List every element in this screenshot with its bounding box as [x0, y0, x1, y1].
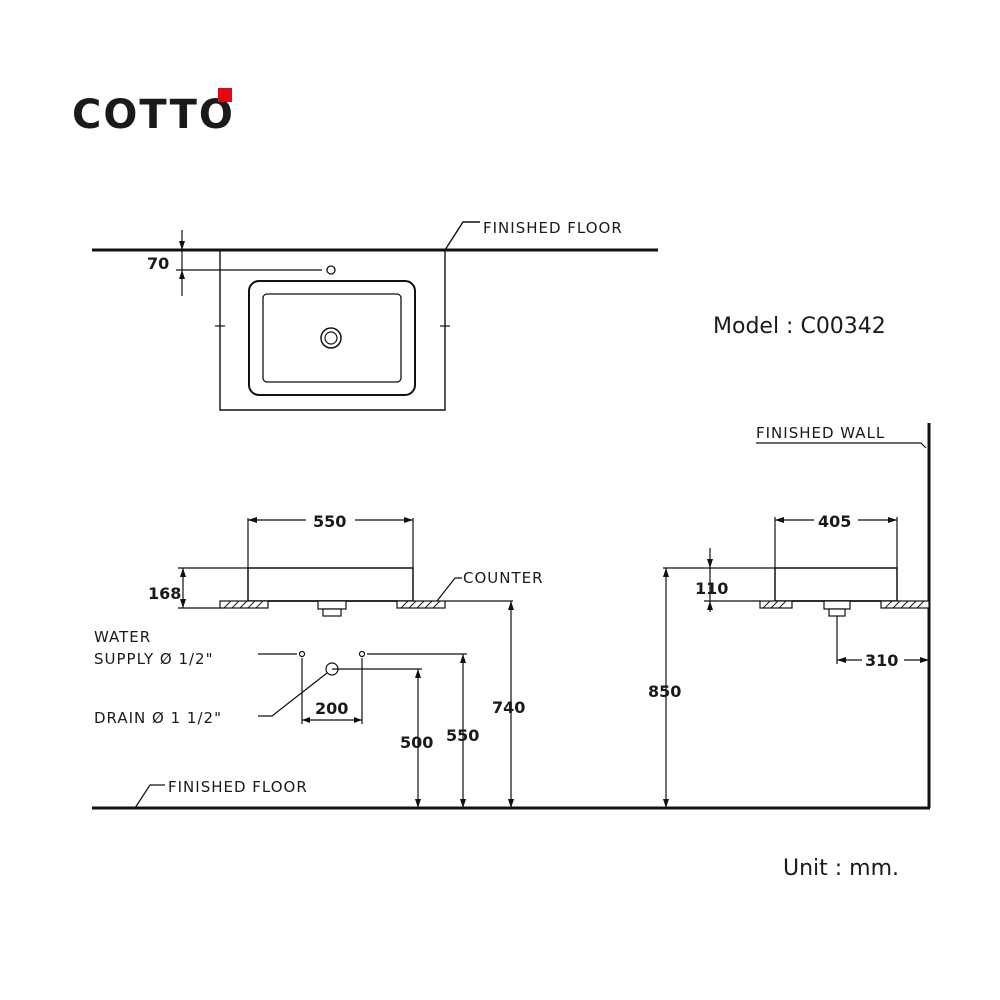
side-110-arrow-bottom: [707, 601, 713, 610]
dim-200-arrow-right: [354, 717, 362, 723]
floor-leader: [134, 784, 165, 809]
side-counter-left: [759, 600, 793, 609]
front-counter-hatch: [223, 600, 441, 609]
plan-basin-inner: [262, 293, 402, 383]
finished-floor-top-label: FINISHED FLOOR: [483, 219, 623, 237]
side-110-arrow-top: [707, 559, 713, 568]
dim-550-arrow-top: [460, 654, 466, 663]
dim-550-arrow-bottom: [460, 799, 466, 808]
model-label: Model : C00342: [713, 314, 886, 339]
dim-70-arrow-bottom: [179, 270, 185, 279]
side-405-arrow-left: [775, 517, 784, 523]
dim-740-arrow-bottom: [508, 799, 514, 808]
finished-wall-underline: [756, 442, 927, 449]
side-drain-fitting: [823, 600, 851, 610]
front-168-text: 168: [148, 584, 181, 603]
side-basin: [774, 567, 898, 602]
unit-label: Unit : mm.: [783, 856, 900, 881]
dim-500-arrow-bottom: [415, 799, 421, 808]
water-supply-label-line2: SUPPLY Ø 1/2": [94, 650, 214, 668]
side-405-text: 405: [818, 512, 851, 531]
side-110-text: 110: [695, 579, 728, 598]
front-view: 550 COUNTER: [94, 512, 544, 808]
water-supply-label-line1: WATER: [94, 628, 151, 646]
dim-550-text: 550: [446, 726, 479, 745]
side-view: FINISHED WALL 405: [648, 423, 931, 808]
plan-view: FINISHED FLOOR 70: [92, 219, 658, 411]
side-850-text: 850: [648, 682, 681, 701]
plan-tap-hole: [326, 265, 336, 275]
dim-500-text: 500: [400, 733, 433, 752]
side-310-arrow-right: [920, 657, 929, 663]
front-168-arrow-bottom: [180, 599, 186, 608]
front-550-text: 550: [313, 512, 346, 531]
dim-500-arrow-top: [415, 669, 421, 678]
plan-drain-outer: [320, 327, 342, 349]
front-168-arrow-top: [180, 568, 186, 577]
front-550-arrow-left: [248, 517, 257, 523]
supply-point-left: [298, 650, 306, 658]
supply-point-right: [358, 650, 366, 658]
plan-drain-inner: [324, 331, 338, 345]
front-drain-fitting: [317, 600, 347, 610]
dim-70-text: 70: [147, 254, 169, 273]
drain-leader: [258, 672, 328, 717]
side-310-text: 310: [865, 651, 898, 670]
dim-70-arrow-top: [179, 241, 185, 250]
plan-counter-outline: [219, 250, 446, 411]
finished-floor-bottom-label: FINISHED FLOOR: [168, 778, 308, 796]
side-counter-hatch: [762, 600, 925, 609]
side-drain-pipe: [828, 608, 846, 617]
front-drain-pipe: [322, 608, 342, 617]
side-310-arrow-left: [837, 657, 846, 663]
side-850-arrow-bottom: [663, 799, 669, 808]
finished-wall-label: FINISHED WALL: [756, 424, 885, 442]
plan-floor-leader: [444, 221, 480, 251]
dim-740-arrow-top: [508, 601, 514, 610]
counter-label: COUNTER: [463, 569, 544, 587]
counter-leader: [436, 577, 462, 602]
dim-200-arrow-left: [302, 717, 310, 723]
drain-label: DRAIN Ø 1 1/2": [94, 709, 222, 727]
front-550-arrow-right: [404, 517, 413, 523]
side-850-arrow-top: [663, 568, 669, 577]
brand-logo: COTTO: [72, 92, 235, 138]
brand-logo-square: [218, 88, 232, 102]
dim-200-text: 200: [315, 699, 348, 718]
floor: FINISHED FLOOR: [92, 778, 930, 810]
front-basin: [247, 567, 414, 602]
side-405-arrow-right: [888, 517, 897, 523]
dim-740-text: 740: [492, 698, 525, 717]
plan-basin-outer: [248, 280, 416, 396]
